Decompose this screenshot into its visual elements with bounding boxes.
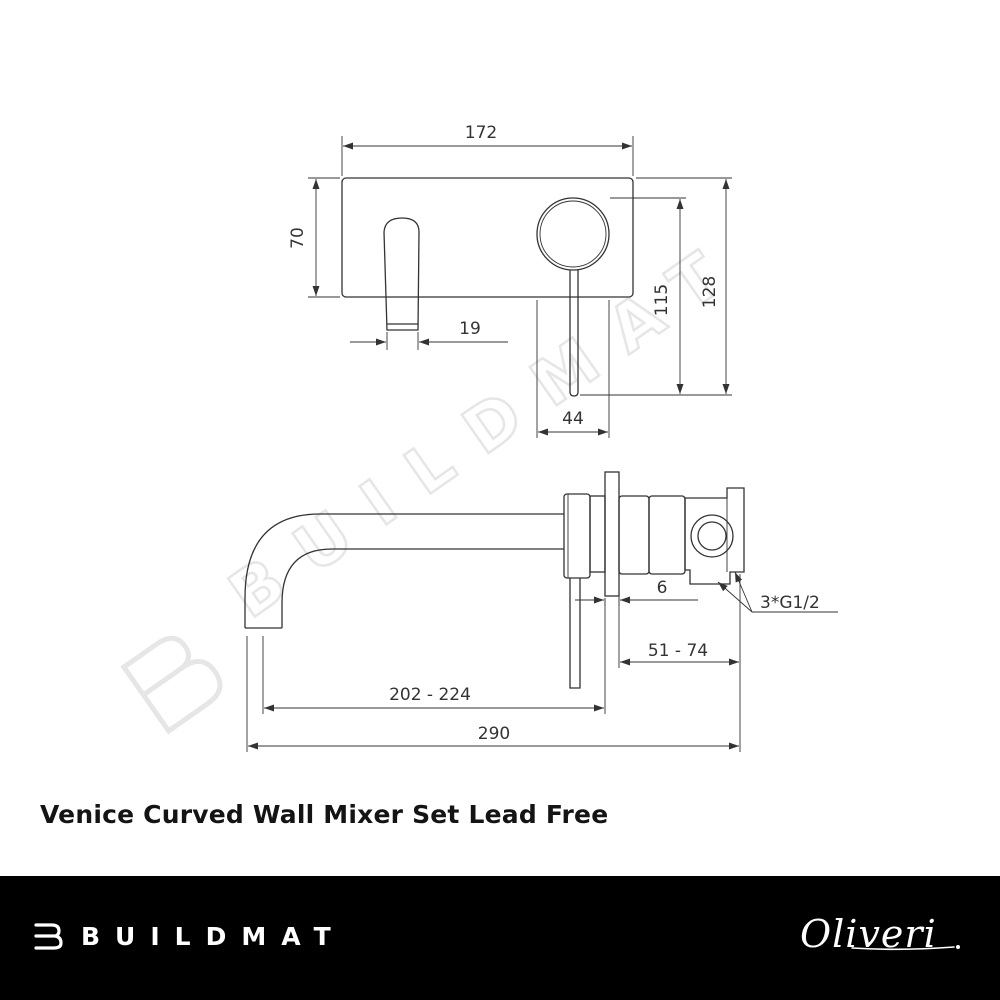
- dim-body-depth: 51 - 74: [648, 641, 708, 661]
- spout-inner-curve: [281, 548, 564, 628]
- technical-drawing: BUILDMAT 172 70 19 44: [120, 123, 838, 752]
- inlet-port: [690, 514, 734, 558]
- dim-plate-height: 70: [288, 227, 308, 249]
- watermark-text: BUILDMAT: [217, 222, 759, 633]
- dim-plate-gap: 6: [657, 578, 668, 598]
- side-view: 3*G1/2 6 51 - 74 202 - 224 290: [244, 471, 838, 752]
- dim-spout-projection: 202 - 224: [389, 685, 471, 705]
- dim-overall-length: 290: [478, 724, 510, 744]
- wall-plate-front: [341, 177, 634, 298]
- oliveri-swash-icon: [851, 945, 960, 951]
- dim-spout-width: 19: [459, 319, 481, 339]
- dim-handle-drop: 115: [652, 284, 672, 316]
- brand-footer: BUILDMAT Oliveri: [0, 876, 1000, 1000]
- front-view: 172 70 19 44 115 128: [288, 123, 732, 438]
- spout-outlet: [383, 217, 420, 331]
- dim-handle-diameter: 44: [562, 409, 584, 429]
- dim-plate-width: 172: [465, 123, 497, 143]
- product-title: Venice Curved Wall Mixer Set Lead Free: [40, 800, 609, 829]
- buildmat-wordmark: BUILDMAT: [81, 921, 346, 951]
- handle-lever-side: [569, 578, 581, 689]
- dim-overall-height: 128: [700, 276, 720, 308]
- wall-plate-side: [604, 471, 620, 597]
- dim-thread-spec: 3*G1/2: [760, 593, 820, 613]
- handle-disc: [536, 197, 610, 271]
- valve-housing: [684, 487, 745, 585]
- cartridge-body: [618, 495, 650, 575]
- handle-lever: [569, 270, 579, 397]
- spout-outer-curve: [244, 513, 564, 628]
- buildmat-b-icon: [34, 923, 63, 950]
- buildmat-logo: BUILDMAT: [33, 920, 346, 952]
